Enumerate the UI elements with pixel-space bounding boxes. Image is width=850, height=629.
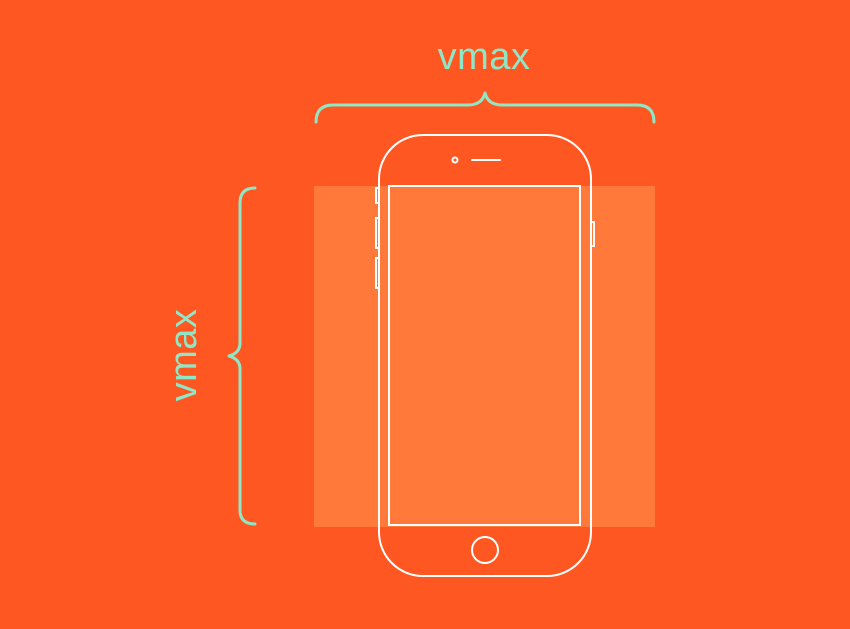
front-camera-icon xyxy=(451,156,459,164)
volume-down-button xyxy=(375,257,379,289)
mute-switch xyxy=(375,187,379,204)
horizontal-vmax-label: vmax xyxy=(437,36,531,78)
top-brace xyxy=(314,91,656,124)
phone-body xyxy=(378,134,592,577)
vertical-vmax-label: vmax xyxy=(163,308,205,402)
home-button-icon xyxy=(471,536,499,564)
left-brace xyxy=(227,186,257,526)
smartphone-outline-icon xyxy=(375,134,595,577)
power-button xyxy=(591,221,595,247)
volume-up-button xyxy=(375,217,379,249)
viewport-square xyxy=(314,186,655,527)
phone-screen xyxy=(388,185,581,526)
